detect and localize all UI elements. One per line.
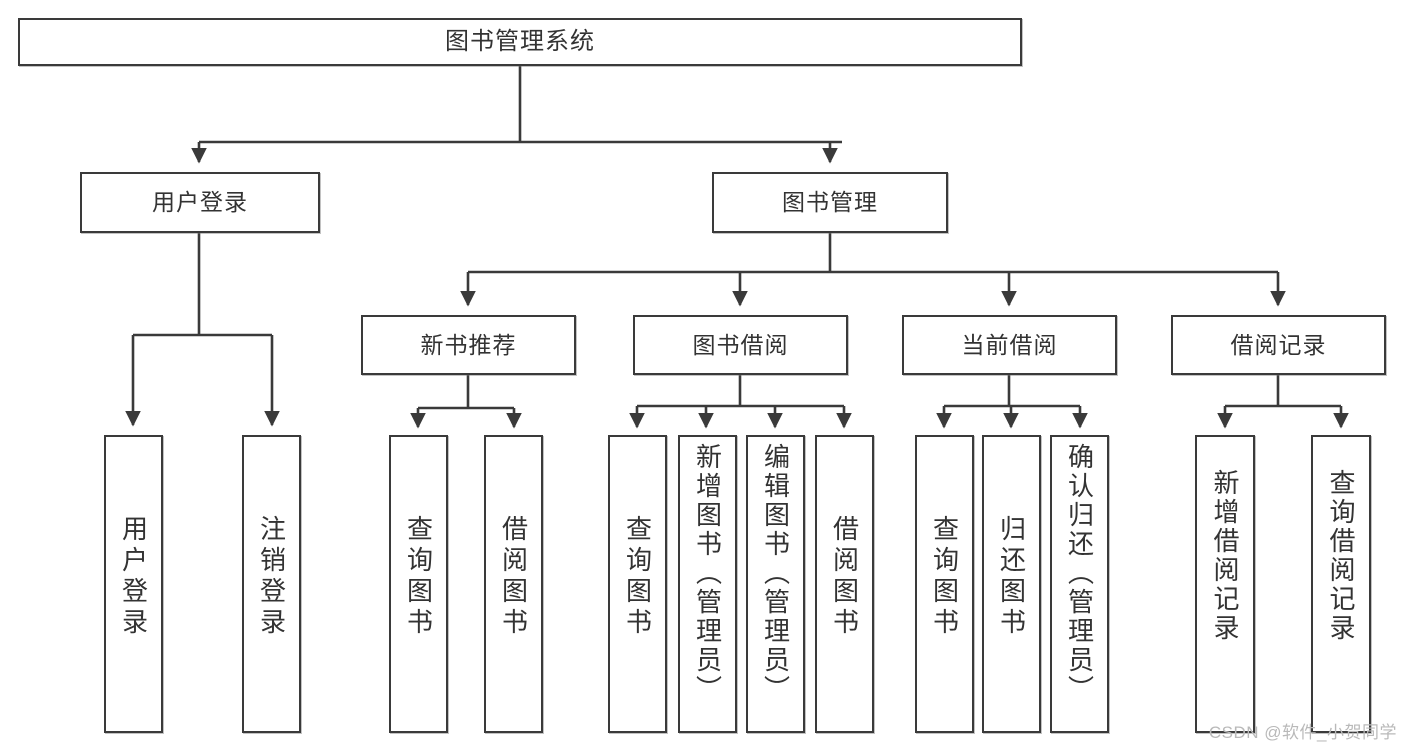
node-label: 当前借阅 xyxy=(961,331,1058,358)
node-label: 归还图书 xyxy=(996,515,1027,639)
leaf-edit-book-admin[interactable]: 编辑图书（管理员） xyxy=(746,435,805,733)
node-label: 确认归还（管理员） xyxy=(1064,443,1095,704)
node-label: 借阅记录 xyxy=(1230,331,1327,358)
node-label: 图书借阅 xyxy=(692,331,789,358)
node-label: 用户登录 xyxy=(152,189,248,216)
node-label: 查询图书 xyxy=(929,515,960,639)
node-label: 编辑图书（管理员） xyxy=(760,443,791,704)
node-label: 查询借阅记录 xyxy=(1326,469,1356,643)
node-label: 新书推荐 xyxy=(420,331,517,358)
node-root-book-management-system[interactable]: 图书管理系统 xyxy=(18,18,1022,66)
leaf-confirm-return-admin[interactable]: 确认归还（管理员） xyxy=(1050,435,1109,733)
node-label: 借阅图书 xyxy=(829,515,860,639)
leaf-query-book-borrow[interactable]: 查询图书 xyxy=(608,435,667,733)
node-label: 新增借阅记录 xyxy=(1210,469,1240,643)
leaf-logout-login[interactable]: 注销登录 xyxy=(242,435,301,733)
node-label: 查询图书 xyxy=(622,515,653,639)
node-label: 新增图书（管理员） xyxy=(692,443,723,704)
leaf-borrow-book-recommend[interactable]: 借阅图书 xyxy=(484,435,543,733)
csdn-watermark: CSDN @软件_小贺同学 xyxy=(1208,723,1397,742)
node-label: 借阅图书 xyxy=(498,515,529,639)
leaf-borrow-book-borrow[interactable]: 借阅图书 xyxy=(815,435,874,733)
node-book-borrow[interactable]: 图书借阅 xyxy=(633,315,848,375)
node-label: 图书管理 xyxy=(782,189,878,216)
leaf-add-book-admin[interactable]: 新增图书（管理员） xyxy=(678,435,737,733)
leaf-add-borrow-record[interactable]: 新增借阅记录 xyxy=(1195,435,1255,733)
leaf-return-book[interactable]: 归还图书 xyxy=(982,435,1041,733)
node-label: 注销登录 xyxy=(256,515,287,639)
node-book-management[interactable]: 图书管理 xyxy=(712,172,948,233)
node-borrow-record[interactable]: 借阅记录 xyxy=(1171,315,1386,375)
node-user-login[interactable]: 用户登录 xyxy=(80,172,320,233)
leaf-query-borrow-record[interactable]: 查询借阅记录 xyxy=(1311,435,1371,733)
node-label: 查询图书 xyxy=(403,515,434,639)
leaf-query-book-recommend[interactable]: 查询图书 xyxy=(389,435,448,733)
node-new-book-recommend[interactable]: 新书推荐 xyxy=(361,315,576,375)
leaf-query-book-current[interactable]: 查询图书 xyxy=(915,435,974,733)
node-label: 用户登录 xyxy=(118,515,149,639)
node-label: 图书管理系统 xyxy=(445,28,595,56)
node-current-borrow[interactable]: 当前借阅 xyxy=(902,315,1117,375)
leaf-user-login[interactable]: 用户登录 xyxy=(104,435,163,733)
